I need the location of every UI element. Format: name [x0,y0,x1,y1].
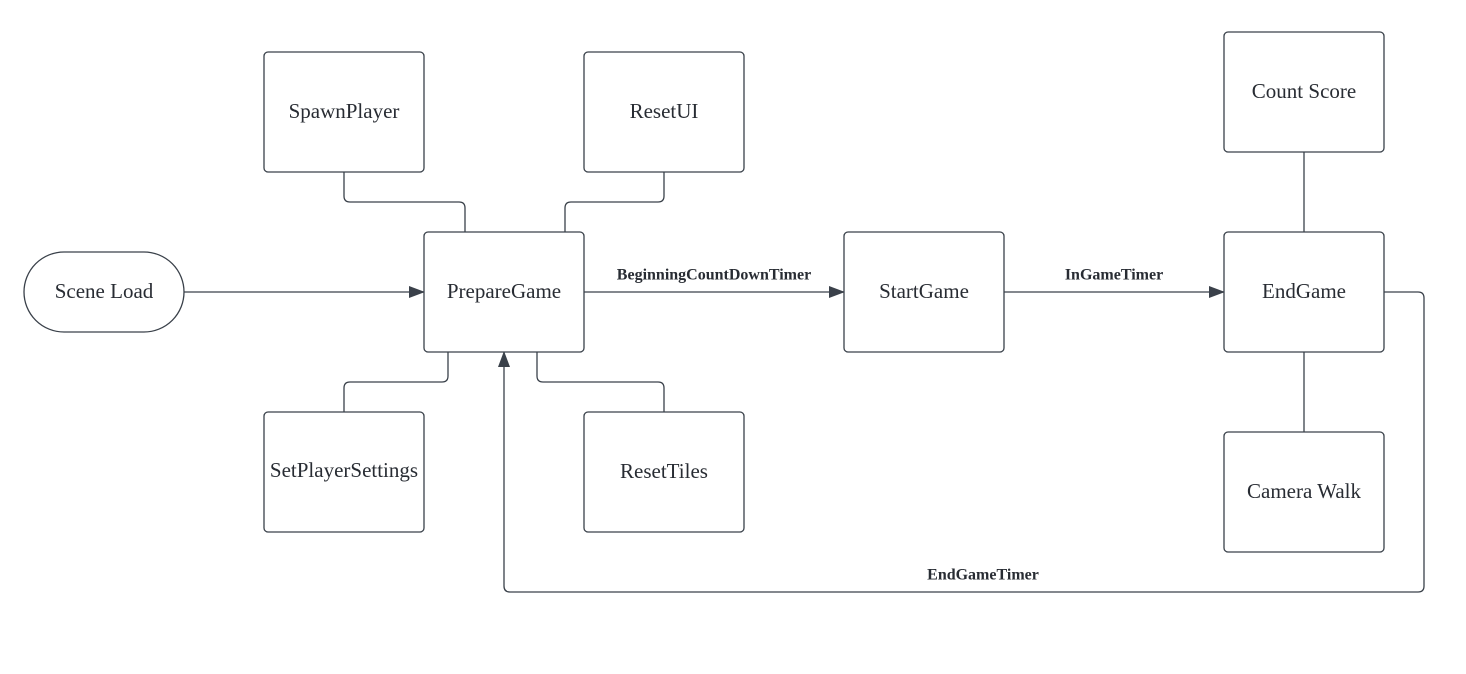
in-game-timer-label: InGameTimer [1065,267,1163,284]
node-count-score[interactable]: Count Score [1223,31,1385,153]
prepare-game-label: PrepareGame [447,279,561,303]
end-game-timer-label: EndGameTimer [927,567,1039,584]
node-end-game[interactable]: EndGame [1223,231,1385,353]
count-score-box [1223,31,1385,153]
edge-preparegame-to-resettiles [536,352,665,412]
camera-walk-box [1223,431,1385,553]
reset-tiles-label: ResetTiles [620,459,708,483]
start-game-box [843,231,1005,353]
end-game-label: EndGame [1262,279,1346,303]
edge-resetui-to-preparegame [564,172,665,232]
node-spawn-player[interactable]: SpawnPlayer [263,51,425,173]
set-player-settings-label: SetPlayerSettings [270,458,418,482]
edge-preparegame-to-setplayersettings [343,352,449,412]
set-player-settings-box [263,411,425,533]
scene-load-terminator [23,251,185,333]
node-camera-walk[interactable]: Camera Walk [1223,431,1385,553]
node-reset-tiles[interactable]: ResetTiles [583,411,745,533]
node-reset-ui[interactable]: ResetUI [583,51,745,173]
node-scene-load[interactable]: Scene Load [23,251,185,333]
node-start-game[interactable]: StartGame [843,231,1005,353]
beginning-countdown-timer-label: BeginningCountDownTimer [617,267,811,284]
node-prepare-game[interactable]: PrepareGame [423,231,585,353]
camera-walk-label: Camera Walk [1247,479,1361,503]
edge-endgame-to-preparegame [498,291,1425,593]
connectors [184,152,1425,593]
reset-ui-box [583,51,745,173]
spawn-player-box [263,51,425,173]
reset-tiles-box [583,411,745,533]
spawn-player-label: SpawnPlayer [289,99,400,123]
node-set-player-settings[interactable]: SetPlayerSettings [263,411,425,533]
edge-spawnplayer-to-preparegame [343,172,466,232]
count-score-label: Count Score [1252,79,1356,103]
edge-labels: BeginningCountDownTimer InGameTimer EndG… [602,263,1174,584]
start-game-label: StartGame [879,279,969,303]
reset-ui-label: ResetUI [630,99,699,123]
prepare-game-box [423,231,585,353]
scene-load-label: Scene Load [55,279,154,303]
end-game-box [1223,231,1385,353]
